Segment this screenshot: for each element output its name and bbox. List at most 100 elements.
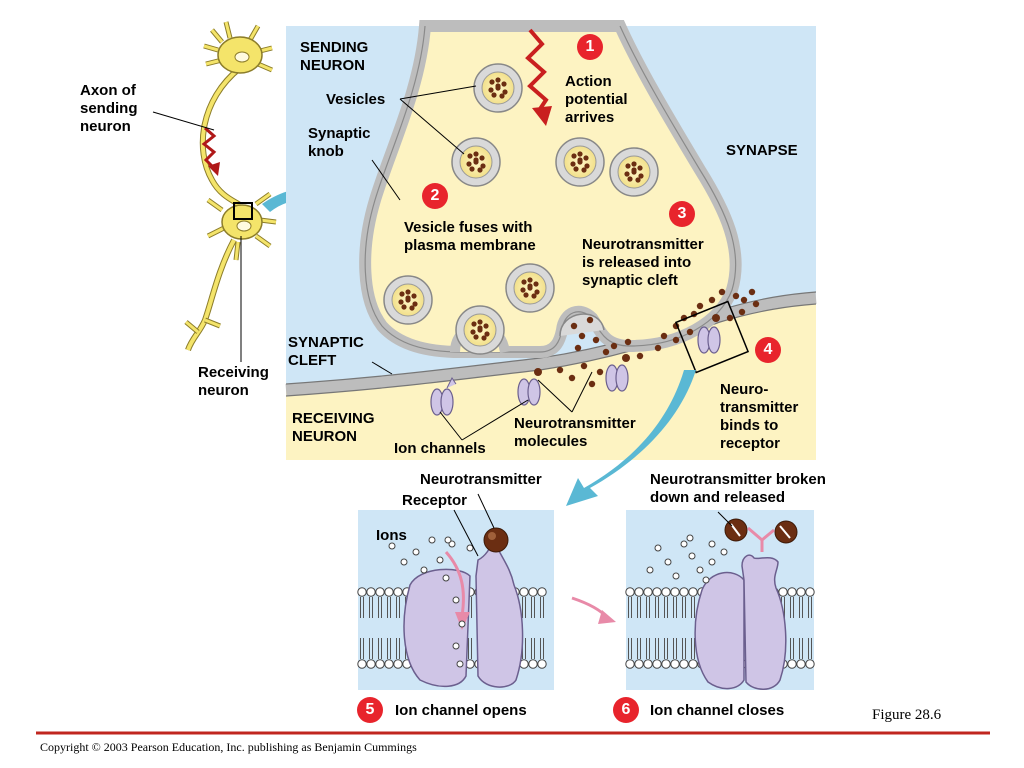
neurotransmitter-molecule [624,338,632,346]
neurotransmitter-dot [637,165,643,171]
neurotransmitter-dot [477,325,483,331]
step-badge-4: 4 [755,337,781,363]
ion-channel-receptor [430,377,457,416]
lipid-head [787,587,797,597]
neurotransmitter-dot [635,177,641,183]
lipid-head [643,659,653,669]
neurotransmitter-dot [473,151,479,157]
detail-arrow-icon [566,370,696,506]
lipid-head [679,587,689,597]
ion [646,566,654,574]
label-broken-down: Neurotransmitter broken down and release… [650,471,826,506]
neurotransmitter-molecule [672,336,680,344]
neurotransmitter-dot [483,323,489,329]
ion [412,548,420,556]
neurotransmitter-molecule [588,380,596,388]
label-receptor: Receptor [402,492,468,509]
ion [664,558,672,566]
lipid-head [688,659,698,669]
neurotransmitter-dot [638,173,644,179]
ion [442,574,450,582]
ions [388,536,474,668]
label-neurotransmitter-molecules: Neurotransmitter molecules [514,415,636,450]
lipid-head [384,659,394,669]
ion [686,534,694,542]
lipid-head [787,659,797,669]
ion [708,558,716,566]
neurotransmitter-molecule [752,300,760,308]
ion-channel-receptor [605,354,630,392]
neurotransmitter-molecule [696,302,704,310]
ion [672,572,680,580]
neurotransmitter-dot [624,171,630,177]
label-synaptic-knob: Synaptic knob [308,125,371,160]
step-badge-5: 5 [357,697,383,723]
neurotransmitter-dot [499,93,505,99]
label-action-potential: Action potential arrives [565,73,628,126]
ion [466,544,474,552]
lipid-head [670,659,680,669]
label-synapse: SYNAPSE [726,142,798,159]
synapse-panel [285,20,817,460]
neurotransmitter-dot [489,79,495,85]
neurotransmitter-molecule [556,366,564,374]
ion [428,536,436,544]
lipid-head [537,587,547,597]
neurotransmitter-molecule [748,288,756,296]
label-channel-closes: Ion channel closes [650,702,785,719]
lipid-head [634,587,644,597]
neurotransmitter-dot [495,77,501,83]
neurotransmitter-dot [488,87,494,93]
neurotransmitter-molecule [636,352,644,360]
bound-neurotransmitter [483,527,509,553]
neurotransmitter-molecule [740,296,748,304]
neurotransmitter-molecule [654,344,662,352]
label-neurotransmitter: Neurotransmitter [420,471,542,488]
neurotransmitter-dot [484,331,490,337]
neurotransmitter-dot [471,321,477,327]
figure-number: Figure 28.6 [872,707,942,723]
neurotransmitter-dot [520,287,526,293]
receptor-zoom-box [674,300,750,374]
neurotransmitter-dot [521,279,527,285]
ion [456,660,464,668]
impulse-arrow-small-icon [201,126,217,170]
neurotransmitter-dot [571,153,577,159]
lipid-head [357,587,367,597]
ion [680,540,688,548]
neurotransmitter-molecule [578,332,586,340]
lipid-head [805,587,815,597]
neurotransmitter-dot [467,153,473,159]
neurotransmitter-dot [473,157,479,163]
ion-channel-open [403,568,471,688]
ion [452,596,460,604]
ion [420,566,428,574]
label-neurotransmitter-released: Neurotransmitter is released into synapt… [582,236,704,289]
neurotransmitter-dot [533,281,539,287]
ion [702,576,710,584]
lipid-head [537,659,547,669]
neurotransmitter-dot [534,289,540,295]
neurotransmitter-dot [523,292,529,298]
step-badge-2: 2 [422,183,448,209]
neurotransmitter-molecule [580,362,588,370]
neurotransmitter-dot [473,334,479,340]
vesicle-neurotransmitters [398,77,644,341]
sending-neuron-cell [203,21,273,74]
neurotransmitter-molecule [574,344,582,352]
neurotransmitter-molecule [586,316,594,324]
neurotransmitter-dot [502,89,508,95]
neurotransmitter-molecule [610,342,618,350]
neurotransmitter-molecule [686,328,694,336]
neurotransmitter-dot [527,277,533,283]
lipid-head [652,587,662,597]
neurotransmitter-molecule [592,336,600,344]
label-vesicles: Vesicles [326,91,386,108]
receiving-neuron-cell [184,191,277,352]
neurotransmitter-dot [577,151,583,157]
lipid-head [519,587,529,597]
ion [388,542,396,550]
neurotransmitter-dot [466,161,472,167]
neurotransmitter-dot [470,329,476,335]
